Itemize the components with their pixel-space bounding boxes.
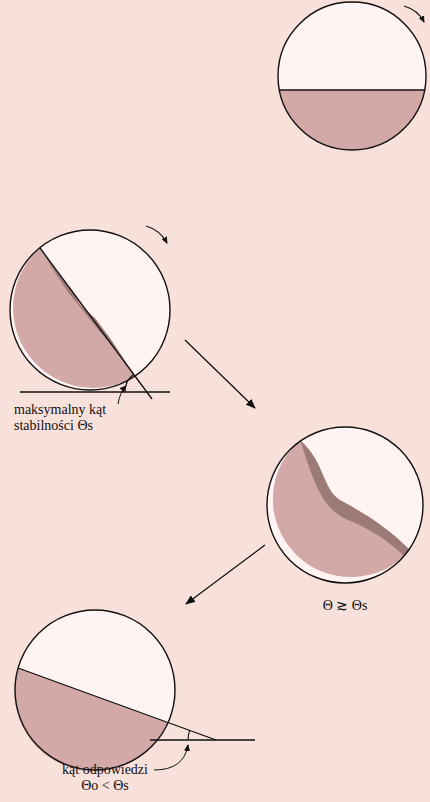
- drum-avalanche: [267, 427, 423, 583]
- angle-label: Θ ≳ Θs: [290, 598, 400, 614]
- flow-arrow: [185, 340, 255, 408]
- drum-max-angle: [10, 226, 170, 404]
- angle-label: maksymalny kąt stabilności Θs: [14, 402, 142, 434]
- flow-arrow: [186, 545, 265, 604]
- drum-repose-angle: [14, 610, 255, 771]
- drum-flat: [278, 2, 426, 150]
- angle-label: kąt odpowiedzi Θo < Θs: [55, 762, 155, 794]
